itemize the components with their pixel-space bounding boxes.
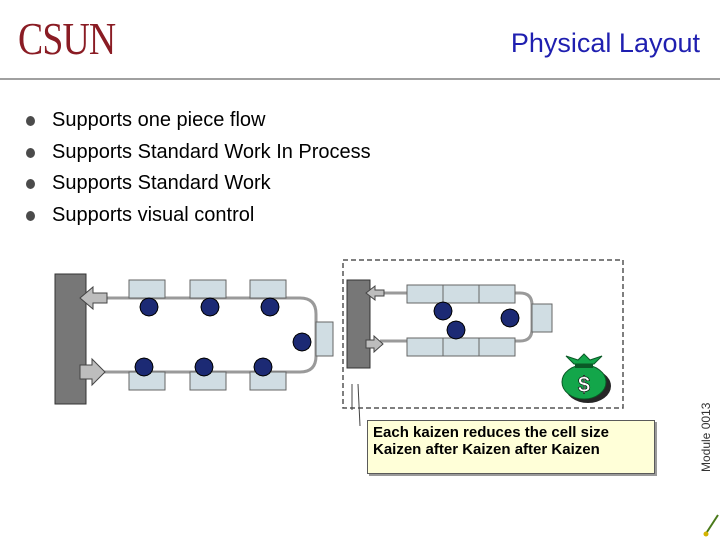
operator-icon xyxy=(139,297,159,317)
arrow-icon-in-small xyxy=(365,334,384,354)
supermarket-bar-large xyxy=(54,273,87,405)
station-box xyxy=(406,284,444,304)
bullet-item: Supports visual control xyxy=(26,203,371,235)
module-label: Module 0013 xyxy=(699,402,713,472)
bullet-dot-icon xyxy=(26,179,35,189)
slide-title: Physical Layout xyxy=(510,28,700,58)
callout-line xyxy=(357,383,361,427)
operator-icon xyxy=(500,308,520,328)
station-box xyxy=(315,321,334,357)
station-box xyxy=(478,337,516,357)
bullet-dot-icon xyxy=(26,147,35,158)
money-bag-icon xyxy=(561,353,611,403)
station-box xyxy=(249,279,287,299)
csun-logo: CSUN xyxy=(18,13,116,64)
operator-icon xyxy=(433,301,453,321)
station-box xyxy=(478,284,516,304)
bullet-item: Supports Standard Work xyxy=(26,171,371,203)
kaizen-caption: Each kaizen reduces the cell size Kaizen… xyxy=(367,420,655,474)
station-box xyxy=(531,303,553,333)
bullet-list: Supports one piece flow Supports Standar… xyxy=(26,108,371,234)
station-box xyxy=(128,279,166,299)
bullet-item: Supports one piece flow xyxy=(26,108,371,140)
station-box xyxy=(406,337,444,357)
arrow-icon-out xyxy=(79,285,108,311)
kaizen-boundary xyxy=(342,259,624,409)
money-symbol: $ xyxy=(578,372,590,397)
operator-icon xyxy=(194,357,214,377)
station-box xyxy=(442,284,480,304)
supermarket-bar-small xyxy=(346,279,371,369)
operator-icon xyxy=(134,357,154,377)
operator-icon xyxy=(292,332,312,352)
bullet-dot-icon xyxy=(26,210,35,221)
arrow-icon-out-small xyxy=(365,284,385,302)
station-box xyxy=(442,337,480,357)
bullet-dot-icon xyxy=(26,116,35,126)
arrow-icon-in xyxy=(79,357,106,387)
operator-icon xyxy=(446,320,466,340)
operator-icon xyxy=(253,357,273,377)
station-box xyxy=(189,279,227,299)
bullet-item: Supports Standard Work In Process xyxy=(26,140,371,172)
operator-icon xyxy=(200,297,220,317)
header-divider xyxy=(0,78,720,80)
pen-icon xyxy=(703,514,719,537)
operator-icon xyxy=(260,297,280,317)
